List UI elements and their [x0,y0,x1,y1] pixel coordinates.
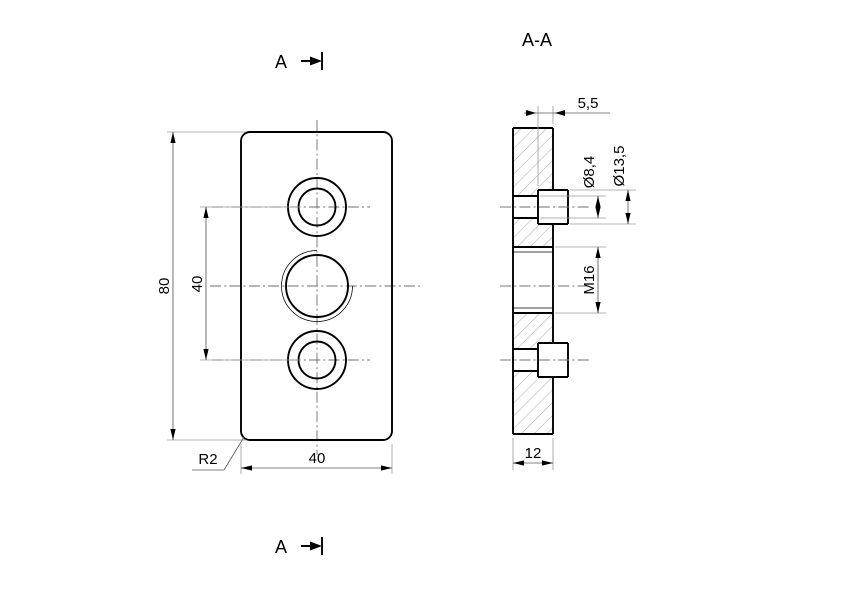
dim-84-text: Ø8,4 [581,156,598,189]
dimension-hole-spacing-40: 40 [189,206,300,361]
dimension-thickness-12: 12 [512,438,554,470]
dim-12-text: 12 [525,445,542,462]
section-marker-bottom-arrowhead [310,541,322,551]
section-top-hole [500,189,590,225]
front-view-middle-hole-thread-major-arc [281,250,353,322]
dim-80-text: 80 [156,278,173,295]
dim-135-text: Ø13,5 [611,146,628,187]
dimension-width-40: 40 [240,444,393,474]
front-view-middle-hole-thread-minor [285,254,349,318]
front-view-plate-outline [240,131,393,441]
dimension-thread-m16: M16 [555,246,606,314]
dim-m16-text: M16 [581,265,598,294]
section-material-lower-mid [513,313,553,349]
dim-40w-text: 40 [309,450,326,467]
section-marker-bottom: A [275,537,323,557]
section-marker-top-label: A [275,52,287,72]
section-view: 5,5 Ø8,4 Ø13,5 M16 12 [500,95,636,470]
dim-55-text: 5,5 [578,95,599,112]
r2-text: R2 [198,451,217,468]
section-marker-bottom-label: A [275,537,287,557]
dimension-height-80: 80 [156,131,246,441]
section-material-upper-mid [513,218,553,247]
front-view: 80 40 40 R2 [156,120,420,474]
section-bottom-hole [500,342,590,378]
dim-40v-text: 40 [189,276,206,293]
dimension-radius-r2: R2 [192,436,245,471]
section-material-bottom [513,371,553,434]
section-middle-thread [500,246,590,314]
dim-55-arrow-right [555,110,565,116]
dimension-through-hole-8-4: Ø8,4 [540,156,606,219]
dim-55-arrow-left [526,110,536,116]
dimension-counterbore-dia-13-5: Ø13,5 [570,146,636,225]
section-marker-top: A [275,52,323,72]
section-marker-top-arrowhead [310,56,322,66]
section-material-top [513,128,553,196]
section-view-title: A-A [522,30,552,50]
dimension-counterbore-depth-5-5: 5,5 [524,95,610,186]
r2-leader-line [223,436,245,471]
